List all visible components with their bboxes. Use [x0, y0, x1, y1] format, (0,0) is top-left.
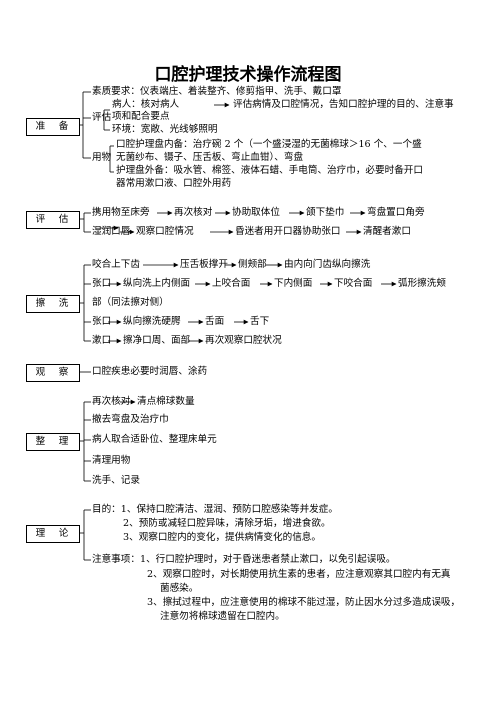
- wash-step: 纵向洗上内侧面: [123, 278, 191, 289]
- wash-step: 漱口: [92, 335, 112, 346]
- wash-step: 上咬合面: [212, 278, 251, 289]
- wash-step: 弧形擦洗颊: [398, 278, 446, 289]
- assess-step: 观察口腔情况: [136, 226, 194, 237]
- prepare-use-outside: 护理盘外备：吸水管、棉签、液体石蜡、手电筒、治疗巾，必要时备开口: [116, 165, 423, 176]
- prepare-use-outside2: 器常用漱口液、口腔外用药: [116, 178, 232, 189]
- observe-item: 口腔疾患必要时润唇、涂药: [92, 366, 208, 377]
- tidy-step: 清点棉球数量: [137, 396, 195, 407]
- tidy-item: 病人取合适卧位、整理床单元: [92, 434, 217, 445]
- section-assess: 评 估: [26, 211, 80, 229]
- wash-step: 下内侧面: [274, 278, 313, 289]
- assess-step: 昏迷者用开口器协助张口: [235, 226, 341, 237]
- wash-step: 咬合上下齿: [92, 259, 140, 270]
- wash-step: 下咬合面: [334, 278, 373, 289]
- prepare-eval-patient-detail: 评估病情及口腔情况，告知口腔护理的目的、注意事: [233, 99, 454, 110]
- section-prepare: 准 备: [26, 118, 80, 136]
- theory-purpose: 2、预防或减轻口腔异味，清除牙垢，增进食欲。: [123, 518, 331, 529]
- theory-note: 2、观察口腔时，对长期使用抗生素的患者，应注意观察其口腔内有无真: [147, 569, 451, 580]
- tidy-item: 洗手、记录: [92, 475, 140, 486]
- prepare-use-label: 用物: [92, 152, 112, 163]
- assess-step: 颌下垫巾: [306, 207, 345, 218]
- wash-step: 压舌板撑开: [180, 259, 228, 270]
- tidy-item: 撤去弯盘及治疗巾: [92, 414, 169, 425]
- assess-step: 湿润口唇: [92, 226, 131, 237]
- assess-step: 清醒者漱口: [363, 226, 411, 237]
- wash-step: 舌面: [205, 316, 225, 327]
- prepare-eval-patient: 病人：核对病人: [112, 99, 180, 110]
- wash-step: 侧颊部: [238, 259, 267, 270]
- theory-note: 3、擦拭过程中，应注意使用的棉球不能过湿，防止因水分过多造成误吸，: [147, 597, 461, 608]
- prepare-quality: 素质要求：仪表端庄、着装整齐、修剪指甲、洗手、戴口罩: [92, 86, 342, 97]
- wash-step-cont: 部（同法擦对侧）: [92, 297, 169, 308]
- theory-note: 注意勿将棉球遗留在口腔内。: [160, 611, 285, 622]
- wash-step: 由内向门齿纵向擦洗: [284, 259, 371, 270]
- wash-step: 再次观察口腔状况: [205, 335, 282, 346]
- page-title: 口腔护理技术操作流程图: [154, 65, 342, 85]
- section-wash: 擦 洗: [26, 295, 80, 313]
- prepare-use-inside2: 无菌纱布、镊子、压舌板、弯止血钳）、弯盘: [116, 152, 304, 163]
- wash-step: 舌下: [250, 316, 270, 327]
- section-observe: 观 察: [26, 364, 80, 382]
- wash-step: 张口: [92, 316, 112, 327]
- assess-step: 弯盘置口角旁: [367, 207, 425, 218]
- prepare-eval-patient-detail2: 项和配合要点: [112, 111, 170, 122]
- theory-purpose: 3、观察口腔内的变化，提供病情变化的信息。: [123, 532, 321, 543]
- section-tidy: 整 理: [26, 433, 80, 451]
- prepare-eval-label: 评估: [92, 112, 112, 123]
- tidy-step: 再次核对: [92, 396, 131, 407]
- section-theory: 理 论: [26, 525, 80, 543]
- theory-note: 注意事项：1、行口腔护理时，对于昏迷患者禁止漱口，以免引起误吸。: [92, 554, 396, 565]
- wash-step: 纵向擦洗硬腭: [123, 316, 181, 327]
- theory-purpose: 目的：1、保持口腔清洁、湿润、预防口腔感染等并发症。: [92, 504, 338, 515]
- theory-note: 菌感染。: [160, 583, 199, 594]
- prepare-eval-environment: 环境：宽敞、光线够照明: [112, 124, 218, 135]
- wash-step: 张口: [92, 278, 112, 289]
- assess-step: 携用物至床旁: [92, 207, 150, 218]
- tidy-item: 清理用物: [92, 455, 131, 466]
- prepare-use-inside: 口腔护理盘内备：治疗碗 2 个（一个盛浸湿的无菌棉球＞16 个、一个盛: [116, 139, 422, 150]
- assess-step: 协助取体位: [232, 207, 280, 218]
- wash-step: 擦净口周、面部: [123, 335, 191, 346]
- assess-step: 再次核对: [174, 207, 213, 218]
